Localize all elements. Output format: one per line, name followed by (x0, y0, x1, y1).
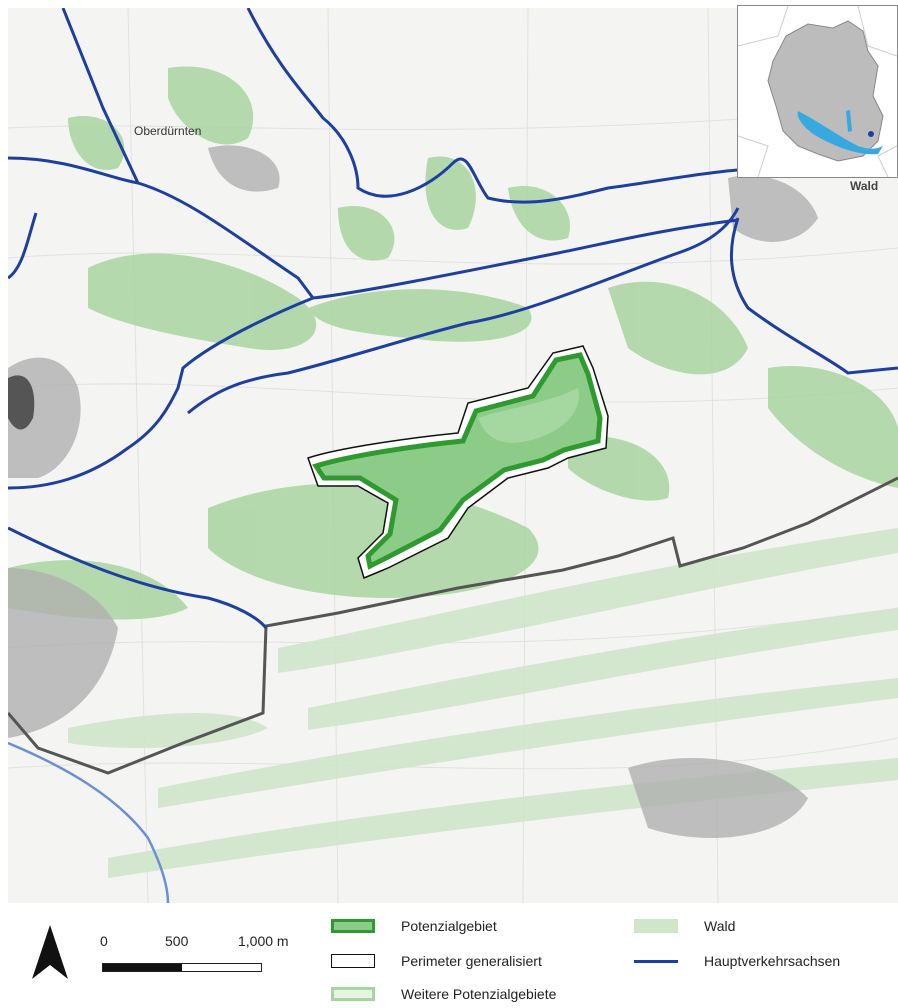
settlements (8, 145, 818, 838)
small-lake-icon (846, 110, 852, 132)
main-roads (8, 8, 898, 629)
scale-label-zero: 0 (100, 933, 108, 949)
scale-label-end: 1,000 m (238, 933, 289, 949)
place-label-oberdurnten: Oberdürnten (134, 124, 202, 138)
lake-icon (797, 111, 883, 155)
legend-item-further-potential: Weitere Potenzialgebiete (331, 986, 556, 1002)
road-swatch (634, 959, 678, 963)
legend-label: Hauptverkehrsachsen (704, 953, 841, 969)
perimeter-swatch (331, 954, 375, 968)
inset-canvas (737, 5, 898, 178)
potential-area-inner (478, 388, 579, 443)
river (8, 741, 170, 903)
further-potential-swatch (331, 987, 375, 1001)
canton-outline (767, 20, 884, 162)
legend-item-potential-area: Potenzialgebiet (331, 918, 497, 934)
legend-label: Perimeter generalisiert (401, 953, 542, 969)
north-arrow-icon (32, 925, 68, 979)
legend-label: Wald (704, 918, 736, 934)
dark-settlement (8, 375, 35, 430)
overview-inset-map (737, 5, 898, 178)
legend-item-forest: Wald (634, 918, 735, 934)
potential-area-swatch (331, 919, 375, 933)
scale-bar (102, 963, 262, 972)
location-marker-icon (868, 131, 874, 137)
legend-item-perimeter: Perimeter generalisiert (331, 953, 542, 969)
canton-border (8, 476, 898, 775)
legend-item-main-roads: Hauptverkehrsachsen (634, 953, 840, 969)
forest-swatch (634, 919, 678, 933)
legend-label: Potenzialgebiet (401, 918, 497, 934)
place-label-wald: Wald (850, 179, 879, 193)
legend-label: Weitere Potenzialgebiete (401, 986, 557, 1002)
map-legend (0, 903, 898, 1008)
scale-label-mid: 500 (165, 933, 189, 949)
